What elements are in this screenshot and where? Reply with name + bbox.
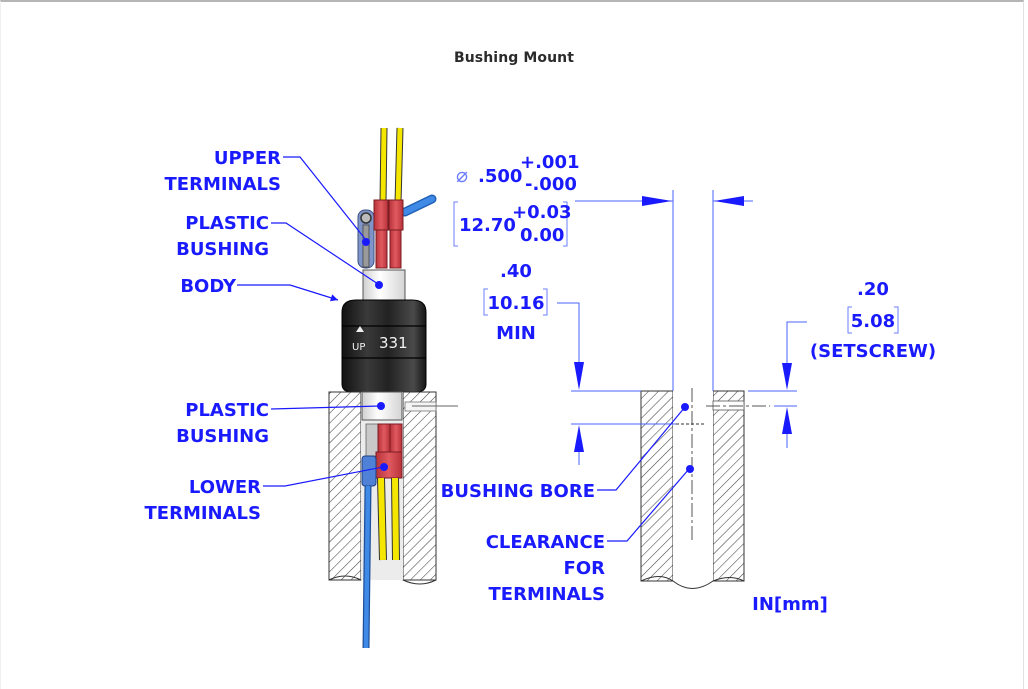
- svg-text:UPPER: UPPER: [214, 148, 281, 169]
- up-arrow-icon: [356, 326, 364, 332]
- product-body: [341, 299, 427, 393]
- svg-text:BUSHING: BUSHING: [176, 426, 269, 447]
- arrowhead-icon: [574, 425, 584, 452]
- upper-plastic-bushing: [362, 269, 406, 303]
- arrowhead-icon: [714, 196, 744, 206]
- product-illustration: UP 331: [328, 127, 458, 649]
- section-view: [640, 388, 770, 589]
- lower-terminal: [389, 423, 403, 455]
- upper-yellow-wire: [395, 127, 403, 204]
- lower-yellow-wire: [378, 477, 386, 561]
- diameter-symbol-icon: ⌀: [456, 163, 468, 187]
- svg-text:0.00: 0.00: [520, 225, 564, 246]
- arrowhead-icon: [574, 362, 584, 390]
- dimension-bore-depth: .40 10.16 MIN: [488, 261, 545, 344]
- svg-text:.500: .500: [478, 166, 522, 187]
- callout-bushing-bore: BUSHING BORE: [441, 481, 595, 502]
- right-callout-leaders: [597, 406, 690, 542]
- arrowhead-icon: [782, 363, 792, 390]
- svg-text:-.000: -.000: [525, 174, 577, 195]
- svg-text:PLASTIC: PLASTIC: [185, 400, 269, 421]
- upper-terminal: [373, 199, 389, 231]
- section-wall-right: [712, 390, 745, 582]
- dimension-brackets: [453, 201, 899, 334]
- upper-terminal: [388, 199, 404, 231]
- svg-text:TERMINALS: TERMINALS: [489, 584, 605, 605]
- arrowhead-icon: [782, 407, 792, 434]
- svg-text:+0.03: +0.03: [512, 202, 572, 223]
- dimension-arrows: [574, 196, 792, 452]
- upper-yellow-wire: [380, 127, 387, 204]
- callout-clearance-for-terminals: CLEARANCE FOR TERMINALS: [486, 532, 605, 605]
- left-callout-dots: [362, 238, 388, 471]
- bore: [673, 391, 713, 581]
- svg-text:TERMINALS: TERMINALS: [165, 174, 281, 195]
- lower-yellow-wire: [392, 477, 399, 561]
- arrowhead-icon: [642, 196, 672, 206]
- page-title: Bushing Mount: [453, 50, 575, 66]
- svg-text:.40: .40: [500, 261, 532, 282]
- right-callout-dots: [681, 403, 694, 473]
- dimension-setscrew: .20 5.08 (SETSCREW): [810, 279, 936, 362]
- svg-text:+.001: +.001: [520, 152, 580, 173]
- svg-text:BUSHING: BUSHING: [176, 239, 269, 260]
- mount-wall-left: [328, 391, 362, 581]
- svg-text:TERMINALS: TERMINALS: [145, 503, 261, 524]
- section-wall-left: [640, 390, 674, 582]
- body-marking: 331: [379, 334, 408, 352]
- svg-text:10.16: 10.16: [488, 293, 545, 314]
- callout-plastic-bushing-bottom: PLASTIC BUSHING: [176, 400, 269, 447]
- svg-text:5.08: 5.08: [851, 311, 895, 332]
- svg-text:PLASTIC: PLASTIC: [185, 213, 269, 234]
- units-label: IN[mm]: [752, 594, 828, 615]
- callout-upper-terminals: UPPER TERMINALS: [165, 148, 282, 195]
- lower-terminal: [377, 423, 391, 455]
- up-marking: UP: [352, 342, 365, 353]
- svg-text:(SETSCREW): (SETSCREW): [810, 341, 936, 362]
- left-callout-leaders: [237, 156, 384, 487]
- mount-wall-right: [402, 391, 437, 581]
- svg-text:CLEARANCE: CLEARANCE: [486, 532, 605, 553]
- dimension-bore-diameter: ⌀ .500 +.001 -.000 12.70 +0.03 0.00: [456, 152, 580, 246]
- lower-blue-wire: [363, 485, 371, 649]
- svg-text:LOWER: LOWER: [189, 477, 261, 498]
- callout-plastic-bushing-top: PLASTIC BUSHING: [176, 213, 269, 260]
- svg-text:FOR: FOR: [564, 558, 606, 579]
- svg-text:.20: .20: [857, 279, 889, 300]
- callout-lower-terminals: LOWER TERMINALS: [145, 477, 262, 524]
- svg-text:12.70: 12.70: [459, 215, 516, 236]
- callout-body: BODY: [180, 276, 237, 297]
- svg-text:MIN: MIN: [496, 323, 536, 344]
